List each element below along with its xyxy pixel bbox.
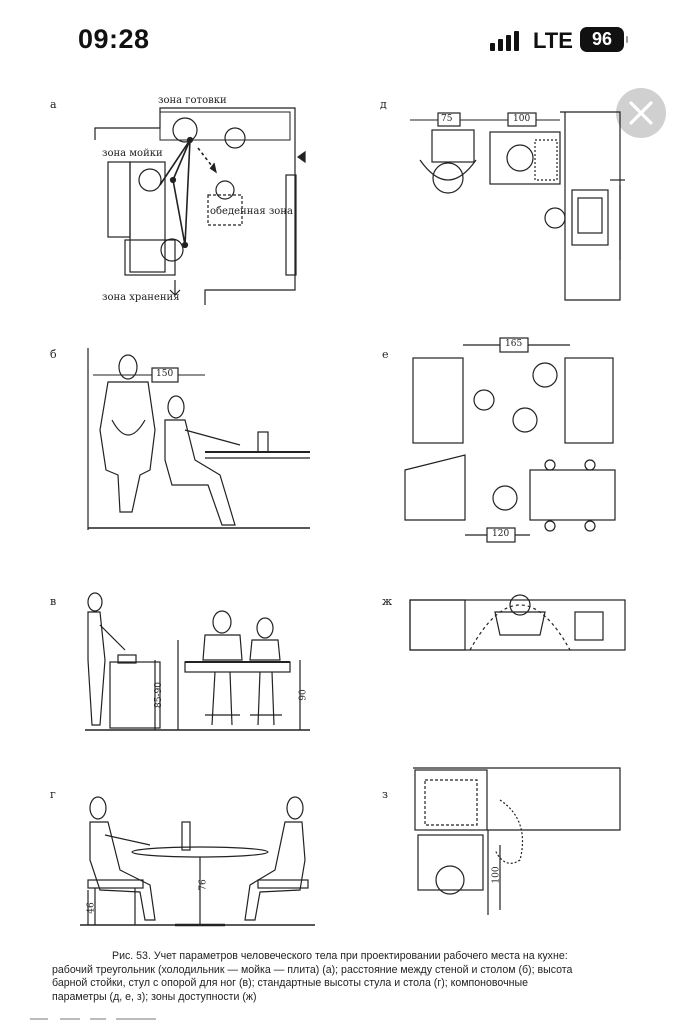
- panel-d-label: д: [380, 98, 387, 111]
- panel-g-label: г: [50, 788, 56, 801]
- panel-z-drawing: [413, 767, 621, 915]
- cellular-signal-icon: [490, 31, 524, 51]
- caption-line-4: параметры (д, е, з); зоны доступности (ж…: [52, 990, 257, 1003]
- caption-line-2: рабочий треугольник (холодильник — мойка…: [52, 963, 573, 976]
- zone-cooking-label: зона готовки: [158, 95, 227, 106]
- figure-drawings: [80, 107, 626, 927]
- battery-icon: 96: [580, 27, 624, 52]
- figure-caption: Рис. 53. Учет параметров человеческого т…: [52, 950, 632, 1004]
- dim-d-100: 100: [513, 114, 531, 124]
- panel-e-drawing: [404, 337, 616, 543]
- dim-b-150: 150: [156, 369, 174, 379]
- dim-z-100: 100: [491, 866, 502, 884]
- panel-b-label: б: [50, 348, 57, 361]
- status-time: 09:28: [78, 24, 150, 54]
- zone-storage-label: зона хранения: [102, 292, 180, 303]
- panel-a-label: а: [50, 98, 57, 111]
- caption-line-1: Рис. 53. Учет параметров человеческого т…: [112, 950, 568, 962]
- panel-a-drawing: [94, 107, 306, 305]
- zone-washing-label: зона мойки: [102, 148, 163, 159]
- panel-e-label: е: [382, 348, 389, 361]
- kitchen-ergonomics-figure: а д б е в ж г з зона готовки зона мойки …: [0, 80, 680, 940]
- panel-g-drawing: [80, 796, 315, 927]
- panel-z-label: з: [382, 788, 388, 801]
- panel-zh-drawing: [409, 594, 626, 651]
- dim-e-165: 165: [505, 339, 523, 349]
- status-bar: 09:28 LTE 96: [0, 0, 680, 80]
- dim-d-75: 75: [441, 114, 453, 124]
- battery-tip: [626, 36, 628, 43]
- dim-g-76: 76: [198, 879, 209, 891]
- panel-b-drawing: [87, 348, 310, 530]
- close-icon: [629, 101, 653, 125]
- zone-dining-label: обеденная зона: [210, 206, 293, 217]
- caption-line-3: барной стойки, стул с опорой для ног (в)…: [52, 977, 528, 990]
- network-type: LTE: [533, 28, 573, 53]
- dim-e-120: 120: [492, 529, 510, 539]
- panel-v-label: в: [50, 595, 57, 608]
- dim-v-90: 90: [298, 689, 309, 701]
- panel-v-drawing: [85, 592, 310, 731]
- battery-level: 96: [591, 29, 613, 49]
- panel-d-drawing: [410, 111, 625, 301]
- dim-v-85-90: 85-90: [153, 682, 164, 708]
- close-button[interactable]: [616, 88, 666, 138]
- panel-zh-label: ж: [382, 595, 393, 608]
- dim-g-46: 46: [86, 902, 97, 914]
